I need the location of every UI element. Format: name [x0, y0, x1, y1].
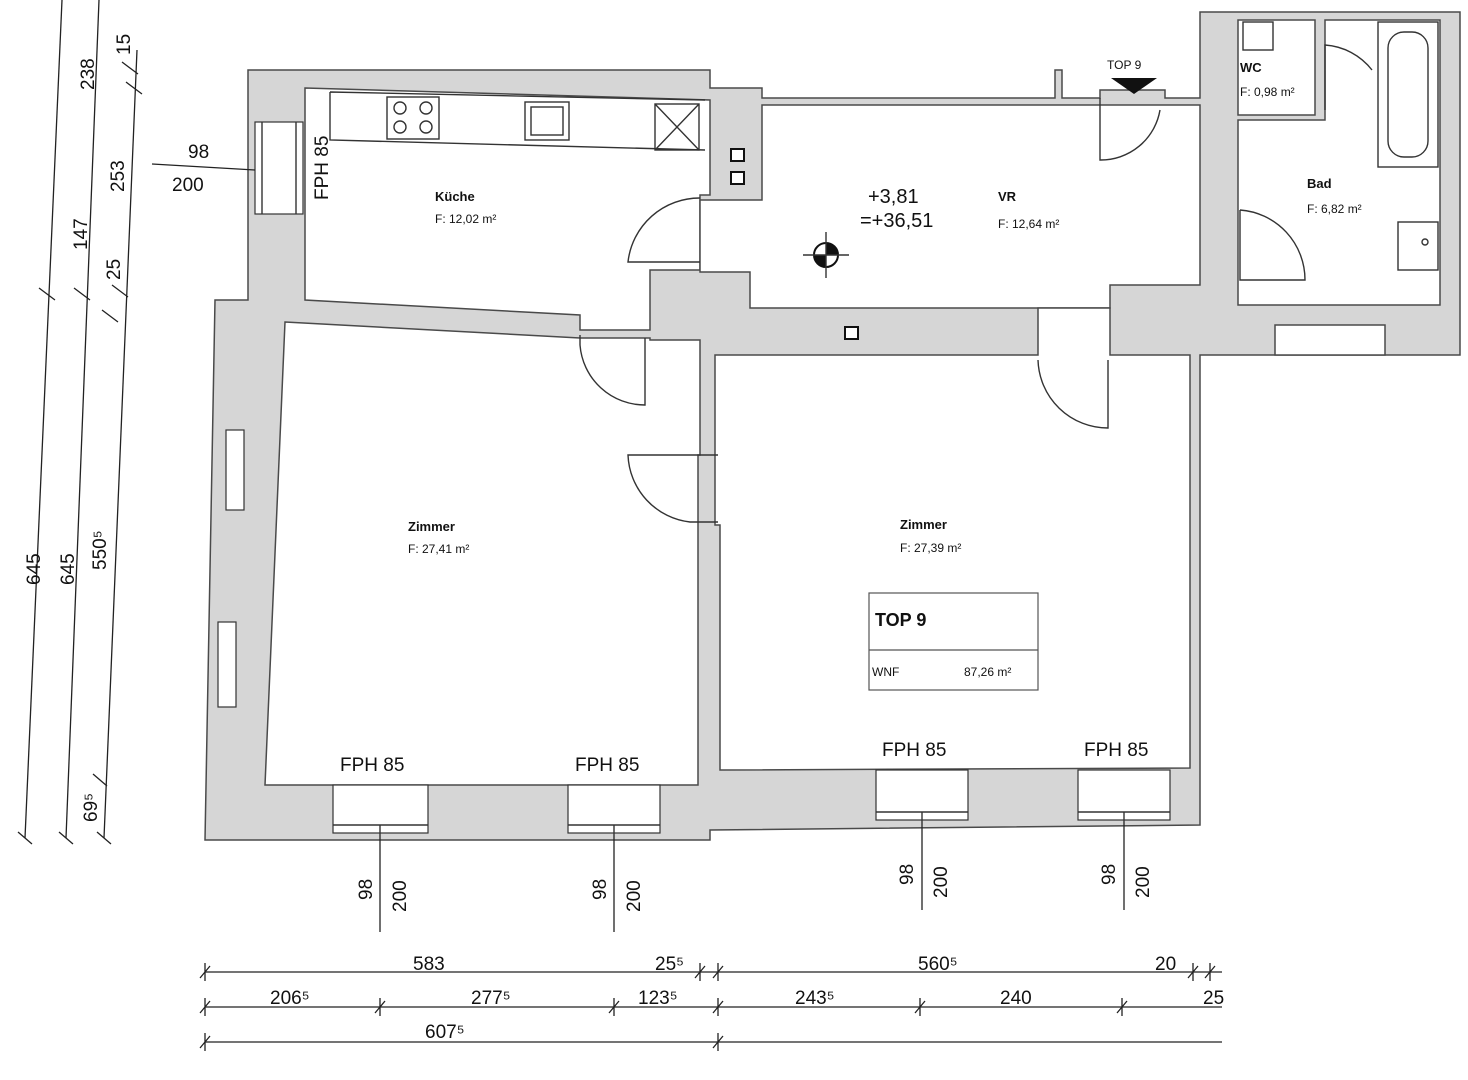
doors	[579, 44, 1373, 523]
room-area-wc: F: 0,98 m²	[1240, 85, 1295, 99]
door-kueche	[627, 197, 701, 263]
dim-123-5: 123⁵	[638, 988, 678, 1009]
room-zimmer-left	[264, 321, 701, 786]
summary-unit: TOP 9	[875, 610, 926, 630]
window-width-1: 98	[356, 879, 377, 900]
shaft-icon	[730, 148, 745, 162]
window-height-kueche: 200	[172, 175, 204, 196]
dim-277-5: 277⁵	[471, 988, 511, 1009]
door-entrance	[1099, 98, 1161, 161]
shaft-icon-3	[844, 326, 859, 340]
room-area-kueche: F: 12,02 m²	[435, 212, 496, 226]
door-zimmer-right-left	[627, 454, 718, 523]
room-name-zimmer-left: Zimmer	[408, 519, 455, 534]
room-area-bad: F: 6,82 m²	[1307, 202, 1362, 216]
dim-25-5: 25⁵	[655, 954, 684, 975]
level-absolute: =+36,51	[860, 210, 933, 232]
washbasin-icon	[1397, 221, 1439, 271]
dim-left-147: 147	[71, 218, 92, 250]
room-name-zimmer-right: Zimmer	[900, 517, 947, 532]
window-width-2: 98	[590, 879, 611, 900]
dim-left-238: 238	[78, 58, 99, 90]
fph-label-3: FPH 85	[882, 740, 946, 761]
dim-left-550-5: 550⁵	[90, 530, 111, 570]
room-labels: Küche F: 12,02 m² VR F: 12,64 m² WC F: 0…	[408, 60, 1362, 556]
room-zimmer-right	[714, 307, 1191, 771]
stove-icon	[386, 96, 440, 140]
window-height-2: 200	[624, 880, 645, 912]
door-wc	[1324, 44, 1373, 110]
room-area-zimmer-left: F: 27,41 m²	[408, 542, 469, 556]
window-height-4: 200	[1133, 866, 1154, 898]
window-left-wall-2	[217, 621, 237, 708]
window-labels: FPH 85 FPH 85 FPH 85 FPH 85 FPH 85	[312, 136, 1148, 776]
window-dims: 98 200 98 200 98 200 98 200 98 200	[151, 142, 1154, 932]
dim-25: 25	[1203, 988, 1224, 1009]
entrance-arrow-icon	[1111, 78, 1157, 94]
dim-243-5: 243⁵	[795, 988, 835, 1009]
dims-bottom: 583 25⁵ 560⁵ 20 206⁵ 277⁵ 123⁵ 243⁵ 240 …	[199, 954, 1224, 1051]
dim-206-5: 206⁵	[270, 988, 310, 1009]
entrance-marker: TOP 9	[1107, 58, 1157, 94]
bathtub-icon	[1377, 21, 1439, 168]
dim-left-15: 15	[114, 34, 135, 55]
kitchen-fixtures	[329, 91, 859, 340]
summary-box: TOP 9 WNF 87,26 m²	[868, 592, 1039, 691]
level-relative: +3,81	[868, 186, 919, 208]
window-bottom-3	[875, 769, 969, 822]
dim-left-645a: 645	[24, 553, 45, 585]
window-width-kueche: 98	[188, 142, 209, 163]
shaft-icon-2	[730, 171, 745, 185]
toilet-icon	[1242, 21, 1274, 51]
summary-wnf-label: WNF	[872, 665, 899, 679]
room-vr	[699, 104, 1201, 309]
entrance-label: TOP 9	[1107, 58, 1142, 72]
dim-left-25: 25	[104, 259, 125, 280]
window-kueche	[254, 121, 304, 215]
level-marker: +3,81 =+36,51	[803, 186, 933, 278]
fph-label-kueche: FPH 85	[312, 136, 333, 200]
window-height-1: 200	[390, 880, 411, 912]
dim-240: 240	[1000, 988, 1032, 1009]
window-height-3: 200	[931, 866, 952, 898]
window-left-wall-1	[225, 429, 245, 511]
room-name-bad: Bad	[1307, 176, 1332, 191]
room-wc	[1237, 19, 1316, 116]
sink-icon	[524, 101, 570, 141]
door-zimmer-right-top	[1037, 359, 1109, 429]
stairwell-gap	[1274, 324, 1386, 356]
summary-wnf-value: 87,26 m²	[964, 665, 1011, 679]
door-bad	[1239, 209, 1306, 281]
window-width-4: 98	[1099, 864, 1120, 885]
window-bottom-2	[567, 784, 661, 835]
window-bottom-1	[332, 784, 429, 835]
dim-left-253: 253	[108, 160, 129, 192]
room-name-vr: VR	[998, 189, 1017, 204]
fph-label-4: FPH 85	[1084, 740, 1148, 761]
room-area-vr: F: 12,64 m²	[998, 217, 1059, 231]
bath-fixtures	[1242, 21, 1439, 271]
fridge-icon	[654, 103, 700, 151]
window-bottom-4	[1077, 769, 1171, 822]
dims-left: 645 645 550⁵ 69⁵ 238 15 253 147 25	[17, 0, 143, 845]
dim-left-645b: 645	[58, 553, 79, 585]
room-kueche	[304, 87, 711, 331]
windows	[217, 121, 1171, 835]
room-name-wc: WC	[1240, 60, 1262, 75]
fph-label-2: FPH 85	[575, 755, 639, 776]
dim-560-5: 560⁵	[918, 954, 958, 975]
door-zimmer-left	[579, 335, 646, 406]
dim-583: 583	[413, 954, 445, 975]
window-width-3: 98	[897, 864, 918, 885]
dim-607-5: 607⁵	[425, 1022, 465, 1043]
room-name-kueche: Küche	[435, 189, 475, 204]
dim-left-69-5: 69⁵	[81, 793, 102, 822]
fph-label-1: FPH 85	[340, 755, 404, 776]
room-area-zimmer-right: F: 27,39 m²	[900, 541, 961, 555]
rooms	[264, 19, 1441, 786]
dim-20: 20	[1155, 954, 1176, 975]
